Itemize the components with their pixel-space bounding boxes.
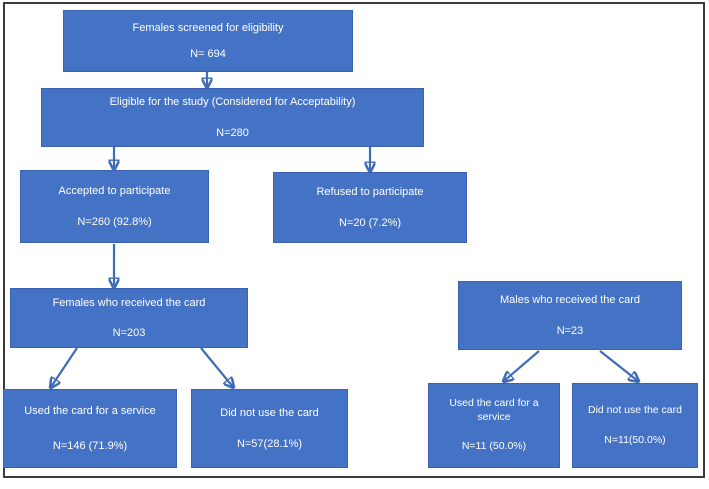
node-count: N=57(28.1%) [236, 437, 303, 450]
node-males-did-not-use-card[interactable]: Did not use the card N=11(50.0%) [572, 383, 698, 468]
edge-females-card-to-not-used [200, 347, 233, 387]
node-title: Used the card for a service [449, 397, 539, 423]
node-refused-to-participate[interactable]: Refused to participate N=20 (7.2%) [273, 172, 467, 243]
node-title: Refused to participate [316, 186, 424, 199]
node-count: N= 694 [190, 48, 226, 60]
node-females-received-card[interactable]: Females who received the card N=203 [10, 288, 248, 348]
node-title: Accepted to participate [58, 185, 171, 198]
node-title: Used the card for a service [24, 405, 156, 418]
edge-males-card-to-not-used [599, 350, 638, 381]
node-title: Did not use the card [220, 407, 319, 420]
node-accepted-to-participate[interactable]: Accepted to participate N=260 (92.8%) [20, 170, 209, 243]
edge-females-card-to-used [51, 347, 78, 387]
node-count: N=203 [112, 327, 146, 339]
node-title: Did not use the card [588, 404, 682, 417]
node-title: Females who received the card [52, 296, 206, 309]
node-count: N=260 (92.8%) [77, 215, 152, 228]
node-count: N=146 (71.9%) [52, 439, 128, 452]
node-males-used-card[interactable]: Used the card for a service N=11 (50.0%) [428, 383, 560, 468]
node-count: N=280 [216, 126, 249, 139]
node-females-screened[interactable]: Females screened for eligibility N= 694 [63, 10, 353, 72]
edge-males-card-to-used [504, 350, 540, 381]
node-title: Females screened for eligibility [132, 21, 284, 34]
node-count: N=20 (7.2%) [338, 216, 402, 229]
node-males-received-card[interactable]: Males who received the card N=23 [458, 281, 682, 350]
node-count: N=11(50.0%) [604, 433, 666, 446]
node-eligible-for-study[interactable]: Eligible for the study (Considered for A… [41, 88, 424, 147]
node-females-used-card[interactable]: Used the card for a service N=146 (71.9%… [3, 389, 177, 468]
node-females-did-not-use-card[interactable]: Did not use the card N=57(28.1%) [191, 389, 348, 468]
node-count: N=23 [556, 324, 584, 337]
node-title: Eligible for the study (Considered for A… [109, 96, 356, 109]
node-title: Males who received the card [499, 294, 640, 307]
node-count: N=11 (50.0%) [461, 440, 527, 453]
